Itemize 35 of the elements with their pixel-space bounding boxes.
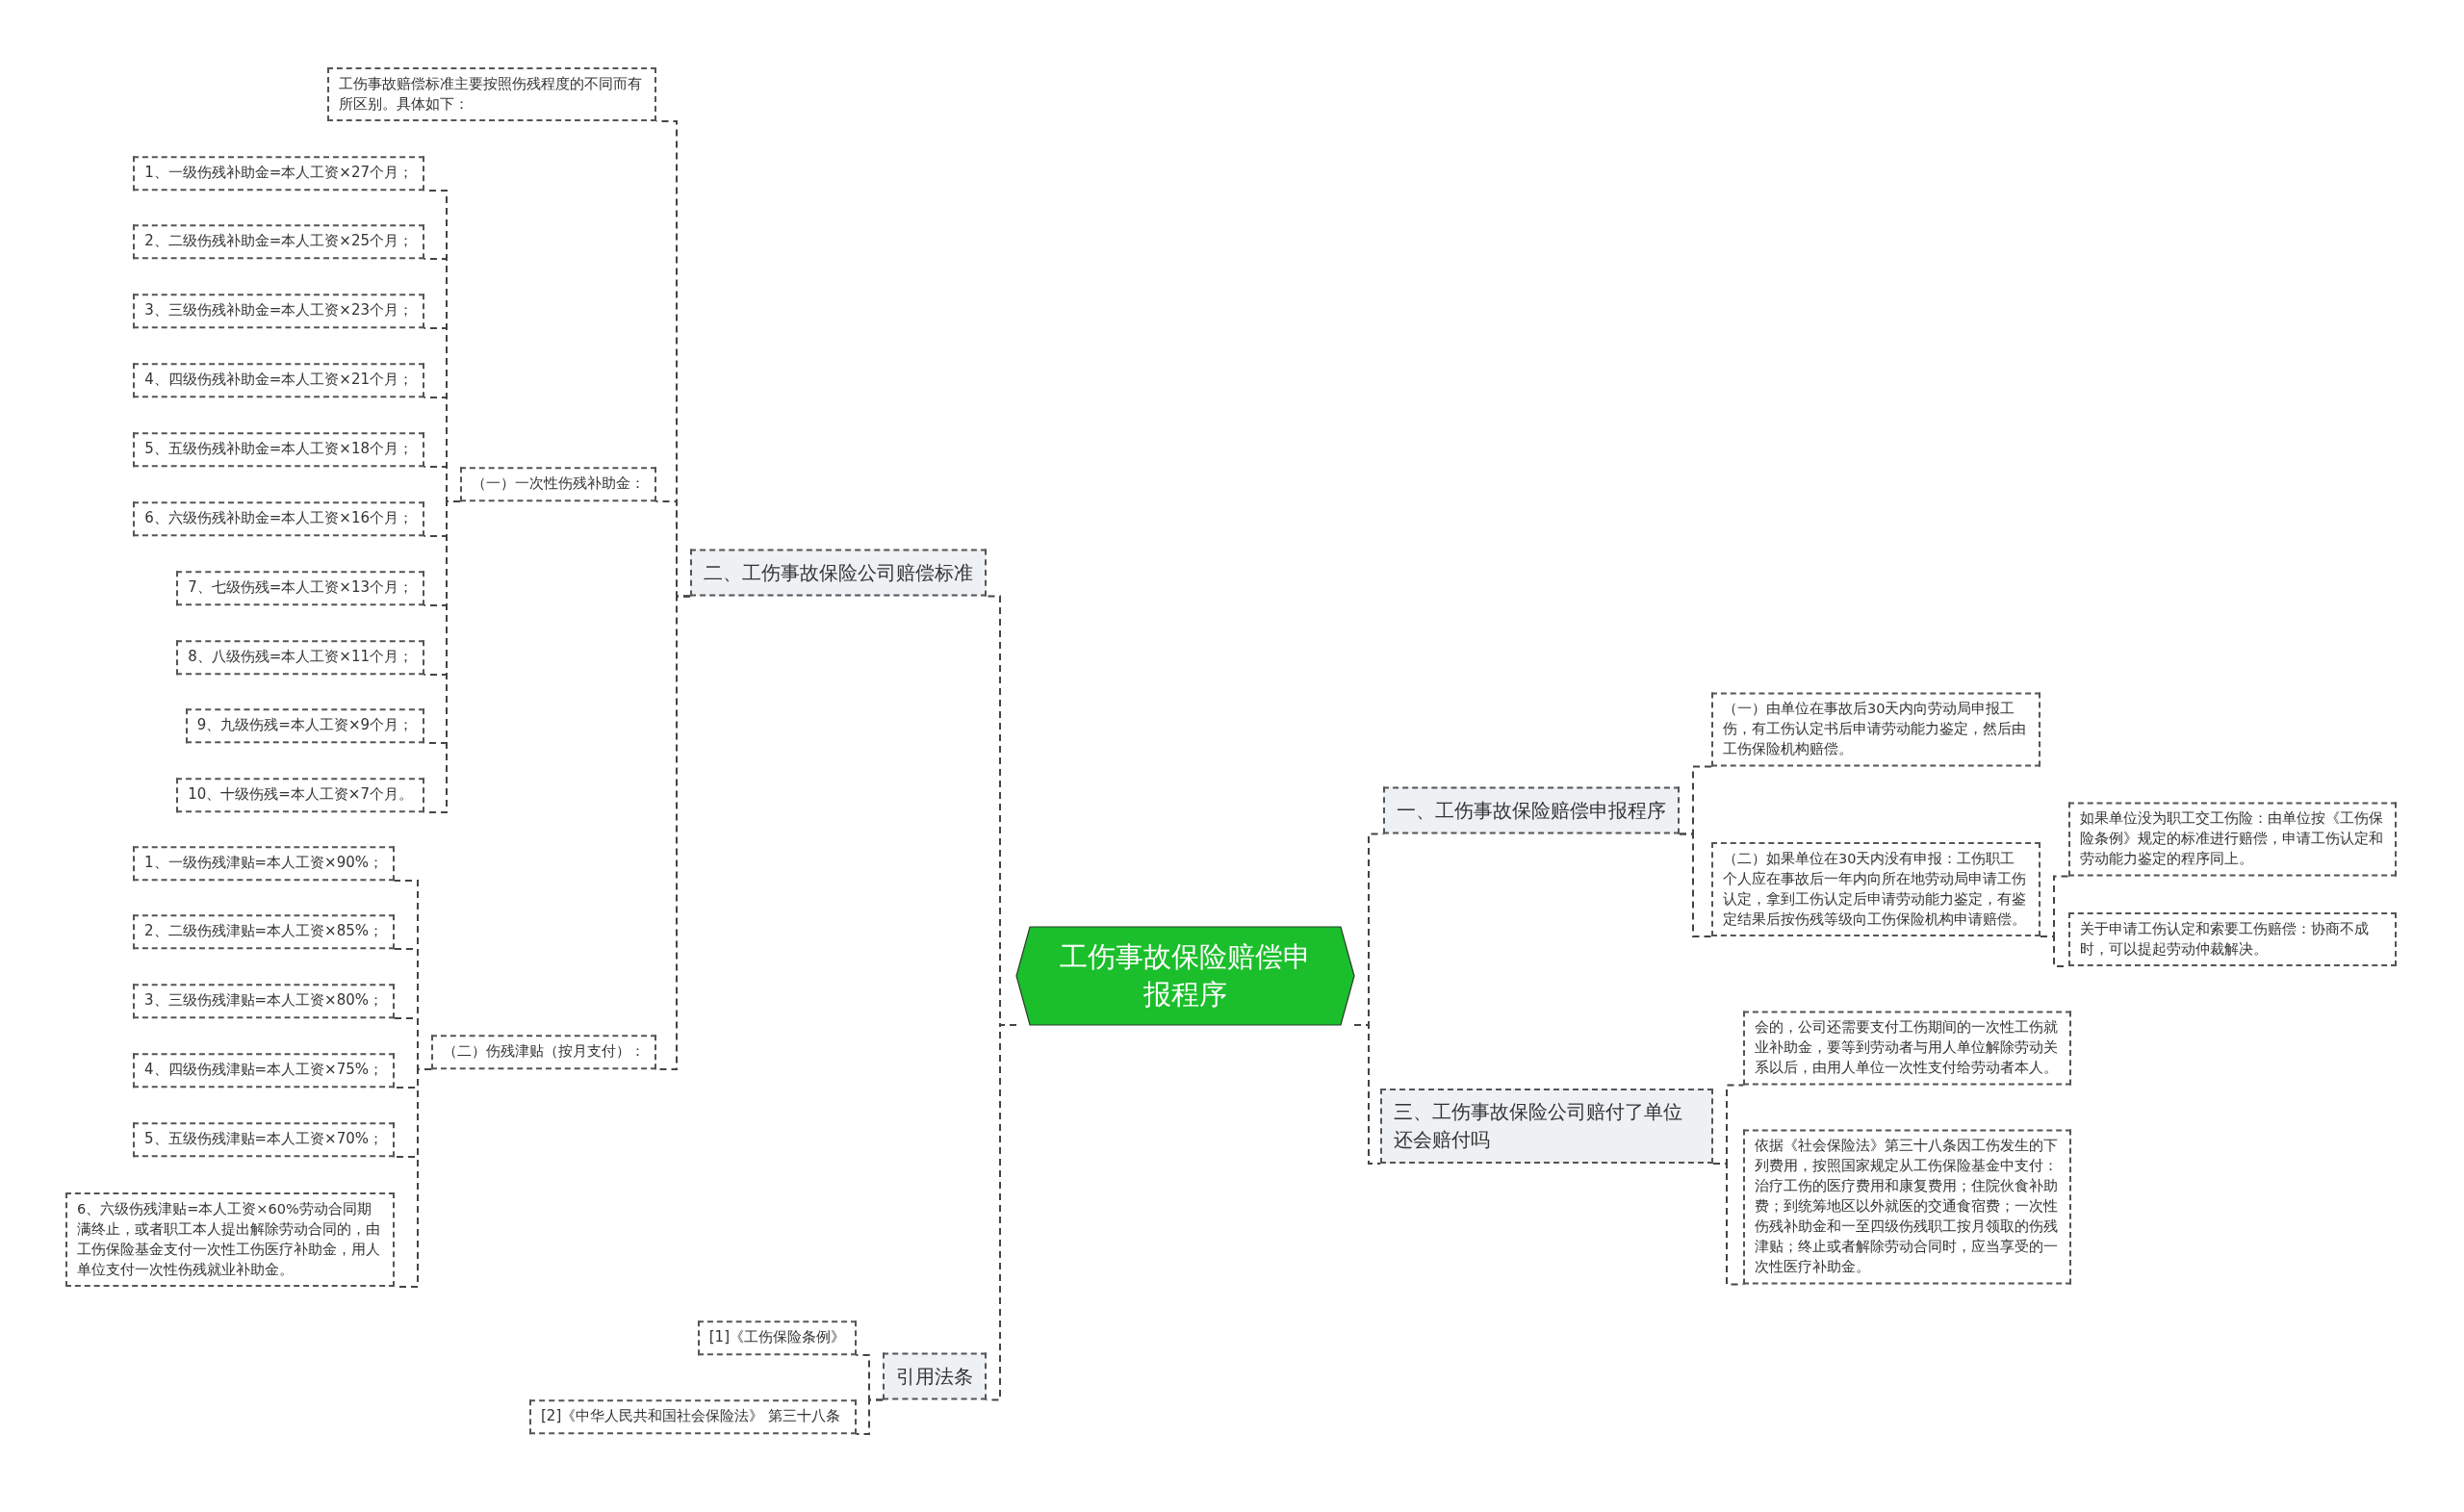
subtopic-box: （一）一次性伤残补助金： [460, 467, 656, 501]
subtopic-box: （一）由单位在事故后30天内向劳动局申报工伤，有工伤认定书后申请劳动能力鉴定，然后由工伤保险机构赔偿。 [1711, 692, 2040, 767]
subtopic-box: 6、六级伤残津贴=本人工资×60%劳动合同期满终止，或者职工本人提出解除劳动合同的，由工伤保险基金支付一次性工伤医疗补助金，用人单位支付一次性伤残就业补助金。 [65, 1192, 395, 1288]
subtopic-box: [2]《中华人民共和国社会保险法》 第三十八条 [529, 1399, 857, 1434]
subtopic-box: 关于申请工伤认定和索要工伤赔偿：协商不成时，可以提起劳动仲裁解决。 [2068, 912, 2397, 966]
branch-topic: 引用法条 [883, 1352, 987, 1400]
subtopic-box: 1、一级伤残津贴=本人工资×90%； [132, 846, 395, 881]
subtopic-box: 8、八级伤残=本人工资×11个月； [176, 640, 424, 675]
subtopic-box: [1]《工伤保险条例》 [697, 1320, 857, 1355]
subtopic-box: 依据《社会保险法》第三十八条因工伤发生的下列费用，按照国家规定从工伤保险基金中支付：治疗工伤的医疗费用和康复费用；住院伙食补助费；到统筹地区以外就医的交通食宿费；一次性伤残补助金和一至四级伤残职工按月领取的伤残津贴；终止或者解除劳动合同时，应当享受的一次性医疗补助金。 [1743, 1129, 2071, 1285]
subtopic-box: 5、五级伤残津贴=本人工资×70%； [132, 1122, 395, 1157]
subtopic-box: 2、二级伤残补助金=本人工资×25个月； [133, 224, 424, 259]
branch-topic: 一、工伤事故保险赔偿申报程序 [1383, 786, 1680, 834]
subtopic-box: 3、三级伤残津贴=本人工资×80%； [132, 984, 395, 1018]
subtopic-box: 工伤事故赔偿标准主要按照伤残程度的不同而有所区别。具体如下： [327, 67, 656, 121]
branch-topic: 三、工伤事故保险公司赔付了单位还会赔付吗 [1380, 1089, 1713, 1164]
root-topic-hexagon: 工伤事故保险赔偿申报程序 [1016, 927, 1354, 1025]
connector-line [1353, 1024, 1381, 1165]
subtopic-box: 7、七级伤残=本人工资×13个月； [176, 571, 424, 605]
subtopic-box: 1、一级伤残补助金=本人工资×27个月； [133, 156, 424, 191]
subtopic-box: 如果单位没为职工交工伤险：由单位按《工伤保险条例》规定的标准进行赔偿，申请工伤认定和劳动能力鉴定的程序同上。 [2068, 802, 2397, 877]
subtopic-box: （二）伤残津贴（按月支付）： [431, 1035, 656, 1069]
subtopic-box: 9、九级伤残=本人工资×9个月； [185, 708, 424, 743]
subtopic-box: 3、三级伤残补助金=本人工资×23个月； [133, 294, 424, 328]
subtopic-box: 会的，公司还需要支付工伤期间的一次性工伤就业补助金，要等到劳动者与用人单位解除劳动关系以后，由用人单位一次性支付给劳动者本人。 [1743, 1011, 2071, 1086]
connector-line [856, 1398, 884, 1435]
subtopic-box: 4、四级伤残津贴=本人工资×75%； [132, 1053, 395, 1088]
connector-line [1679, 833, 1712, 937]
branch-topic: 二、工伤事故保险公司赔偿标准 [690, 549, 987, 597]
subtopic-box: 5、五级伤残补助金=本人工资×18个月； [133, 432, 424, 467]
subtopic-box: 4、四级伤残补助金=本人工资×21个月； [133, 363, 424, 397]
subtopic-box: 10、十级伤残=本人工资×7个月。 [176, 778, 424, 812]
subtopic-box: 2、二级伤残津贴=本人工资×85%； [132, 914, 395, 949]
subtopic-box: （二）如果单位在30天内没有申报：工伤职工个人应在事故后一年内向所在地劳动局申请工伤认定，拿到工伤认定后申请劳动能力鉴定，有鉴定结果后按伤残等级向工伤保险机构申请赔偿。 [1711, 841, 2040, 937]
subtopic-box: 6、六级伤残补助金=本人工资×16个月； [133, 501, 424, 536]
